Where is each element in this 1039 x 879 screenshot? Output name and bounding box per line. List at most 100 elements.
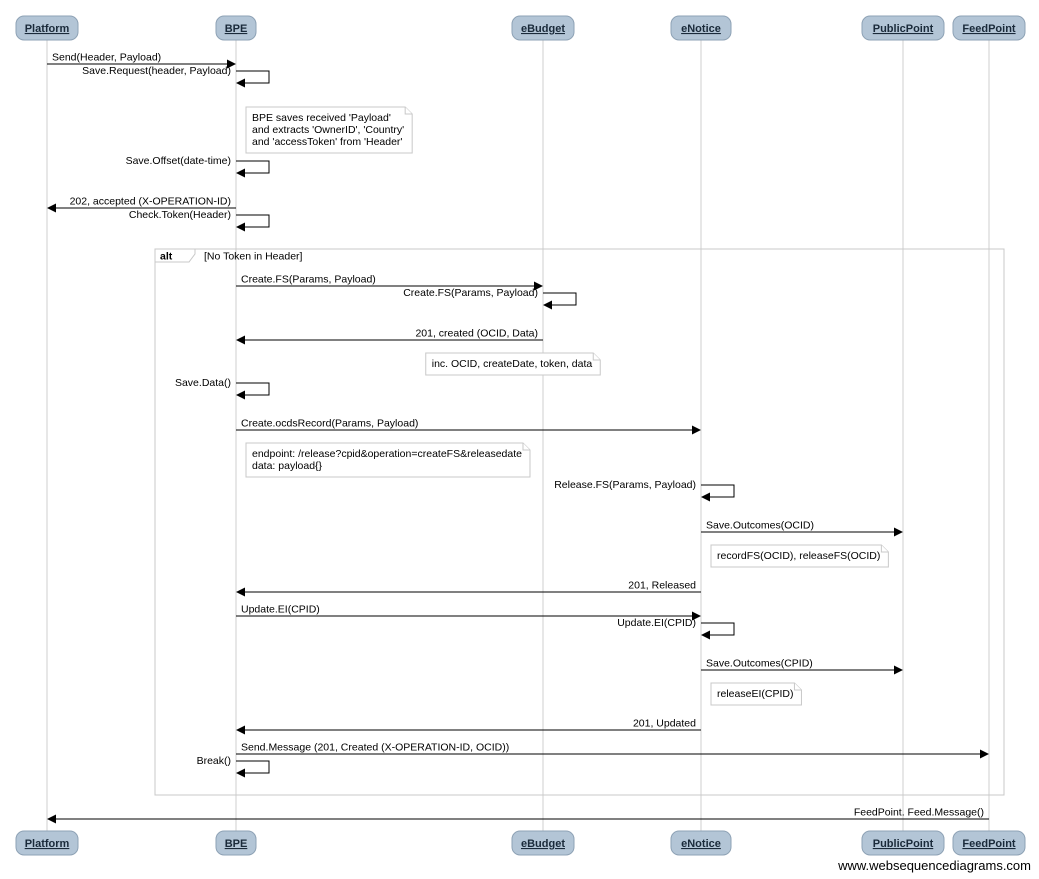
message-label: 201, Released — [628, 580, 696, 592]
arrowhead — [236, 390, 245, 400]
message-line — [701, 484, 735, 498]
message-label: Save.Request(header, Payload) — [82, 65, 231, 77]
alt-frame — [154, 248, 1005, 796]
message-14: Release.FS(Params, Payload) — [554, 479, 735, 502]
participant-box — [952, 830, 1026, 856]
message-label: 202, accepted (X-OPERATION-ID) — [70, 196, 231, 208]
arrowhead — [236, 78, 245, 88]
message-19: Update.EI(CPID) — [617, 617, 735, 640]
arrowhead — [236, 725, 245, 735]
note-line: and 'accessToken' from 'Header' — [252, 136, 402, 148]
participant-name: PublicPoint — [873, 838, 934, 850]
participant-name: Platform — [25, 838, 70, 850]
message-22: 201, Updated — [236, 718, 701, 735]
participant-ebudget-top: eBudget — [511, 15, 575, 41]
alt-keyword: alt — [160, 251, 173, 263]
message-20: Save.Outcomes(CPID) — [701, 658, 903, 675]
note-line: endpoint: /release?cpid&operation=create… — [252, 448, 522, 460]
note-line: inc. OCID, createDate, token, data — [432, 358, 593, 370]
message-4: Save.Offset(date-time) — [126, 155, 270, 178]
participant-platform-bottom: Platform — [15, 830, 79, 856]
participant-feedpoint-top: FeedPoint — [952, 15, 1026, 41]
message-line — [236, 214, 270, 228]
note: releaseEI(CPID) — [710, 682, 802, 706]
message-18: Update.EI(CPID) — [236, 604, 701, 621]
message-line — [236, 760, 270, 774]
alt-guard: [No Token in Header] — [204, 251, 303, 263]
participant-box — [215, 15, 257, 41]
note-line: recordFS(OCID), releaseFS(OCID) — [717, 550, 880, 562]
message-label: 201, Updated — [633, 718, 696, 730]
message-line — [236, 382, 270, 396]
message-8: Create.FS(Params, Payload) — [403, 287, 577, 310]
participant-publicpoint-top: PublicPoint — [861, 15, 945, 41]
participant-name: BPE — [225, 23, 248, 35]
participant-enotice-top: eNotice — [670, 15, 732, 41]
arrowhead — [236, 768, 245, 778]
arrowhead — [236, 587, 245, 597]
message-label: Check.Token(Header) — [129, 209, 231, 221]
message-label: Save.Data() — [175, 377, 231, 389]
note: endpoint: /release?cpid&operation=create… — [245, 442, 531, 478]
note-line: releaseEI(CPID) — [717, 688, 793, 700]
note: inc. OCID, createDate, token, data — [425, 352, 601, 376]
message-23: Send.Message (201, Created (X-OPERATION-… — [236, 742, 989, 759]
participant-name: eBudget — [521, 838, 565, 850]
message-line — [701, 622, 735, 636]
arrowhead — [534, 281, 543, 291]
participant-name: eNotice — [681, 838, 721, 850]
note-box — [710, 544, 889, 568]
arrowhead — [701, 492, 710, 502]
participant-name: eNotice — [681, 23, 721, 35]
watermark: www.websequencediagrams.com — [838, 858, 1031, 873]
note: recordFS(OCID), releaseFS(OCID) — [710, 544, 889, 568]
participant-box — [511, 15, 575, 41]
note-fold — [880, 545, 889, 553]
message-label: FeedPoint. Feed.Message() — [854, 807, 984, 819]
participant-box — [861, 830, 945, 856]
message-1: Send(Header, Payload) — [47, 52, 236, 69]
message-label: Save.Outcomes(OCID) — [706, 520, 814, 532]
message-label: Send.Message (201, Created (X-OPERATION-… — [241, 742, 509, 754]
participant-enotice-bottom: eNotice — [670, 830, 732, 856]
arrowhead — [543, 300, 552, 310]
participant-name: Platform — [25, 23, 70, 35]
message-9: 201, created (OCID, Data) — [236, 328, 543, 345]
message-5: 202, accepted (X-OPERATION-ID) — [47, 196, 236, 213]
message-label: Update.EI(CPID) — [617, 617, 696, 629]
participant-feedpoint-bottom: FeedPoint — [952, 830, 1026, 856]
note-box — [425, 352, 601, 376]
message-17: 201, Released — [236, 580, 701, 597]
alt-fragment: alt [No Token in Header] — [154, 248, 1005, 796]
message-label: Break() — [197, 755, 231, 767]
participant-box — [952, 15, 1026, 41]
message-label: Save.Offset(date-time) — [126, 155, 231, 167]
arrowhead — [236, 168, 245, 178]
note-line: and extracts 'OwnerID', 'Country' — [252, 124, 404, 136]
message-label: 201, created (OCID, Data) — [415, 328, 538, 340]
message-25: FeedPoint. Feed.Message() — [47, 807, 989, 824]
arrowhead — [692, 425, 701, 435]
participant-bpe-top: BPE — [215, 15, 257, 41]
message-label: Create.FS(Params, Payload) — [241, 274, 376, 286]
note-fold — [793, 683, 802, 691]
message-label: Send(Header, Payload) — [52, 52, 161, 64]
message-label: Create.ocdsRecord(Params, Payload) — [241, 418, 418, 430]
note: BPE saves received 'Payload'and extracts… — [245, 106, 413, 154]
participant-box — [15, 15, 79, 41]
participant-platform-top: Platform — [15, 15, 79, 41]
participant-name: FeedPoint — [962, 838, 1016, 850]
arrowhead — [47, 203, 56, 213]
message-label: Save.Outcomes(CPID) — [706, 658, 813, 670]
message-line — [236, 160, 270, 174]
message-24: Break() — [197, 755, 270, 778]
arrowhead — [980, 749, 989, 759]
participant-name: FeedPoint — [962, 23, 1016, 35]
arrowhead — [227, 59, 236, 69]
note-fold — [592, 353, 601, 361]
arrowhead — [236, 222, 245, 232]
participant-box — [215, 830, 257, 856]
note-line: data: payload{} — [252, 460, 323, 472]
note-box — [245, 442, 531, 478]
